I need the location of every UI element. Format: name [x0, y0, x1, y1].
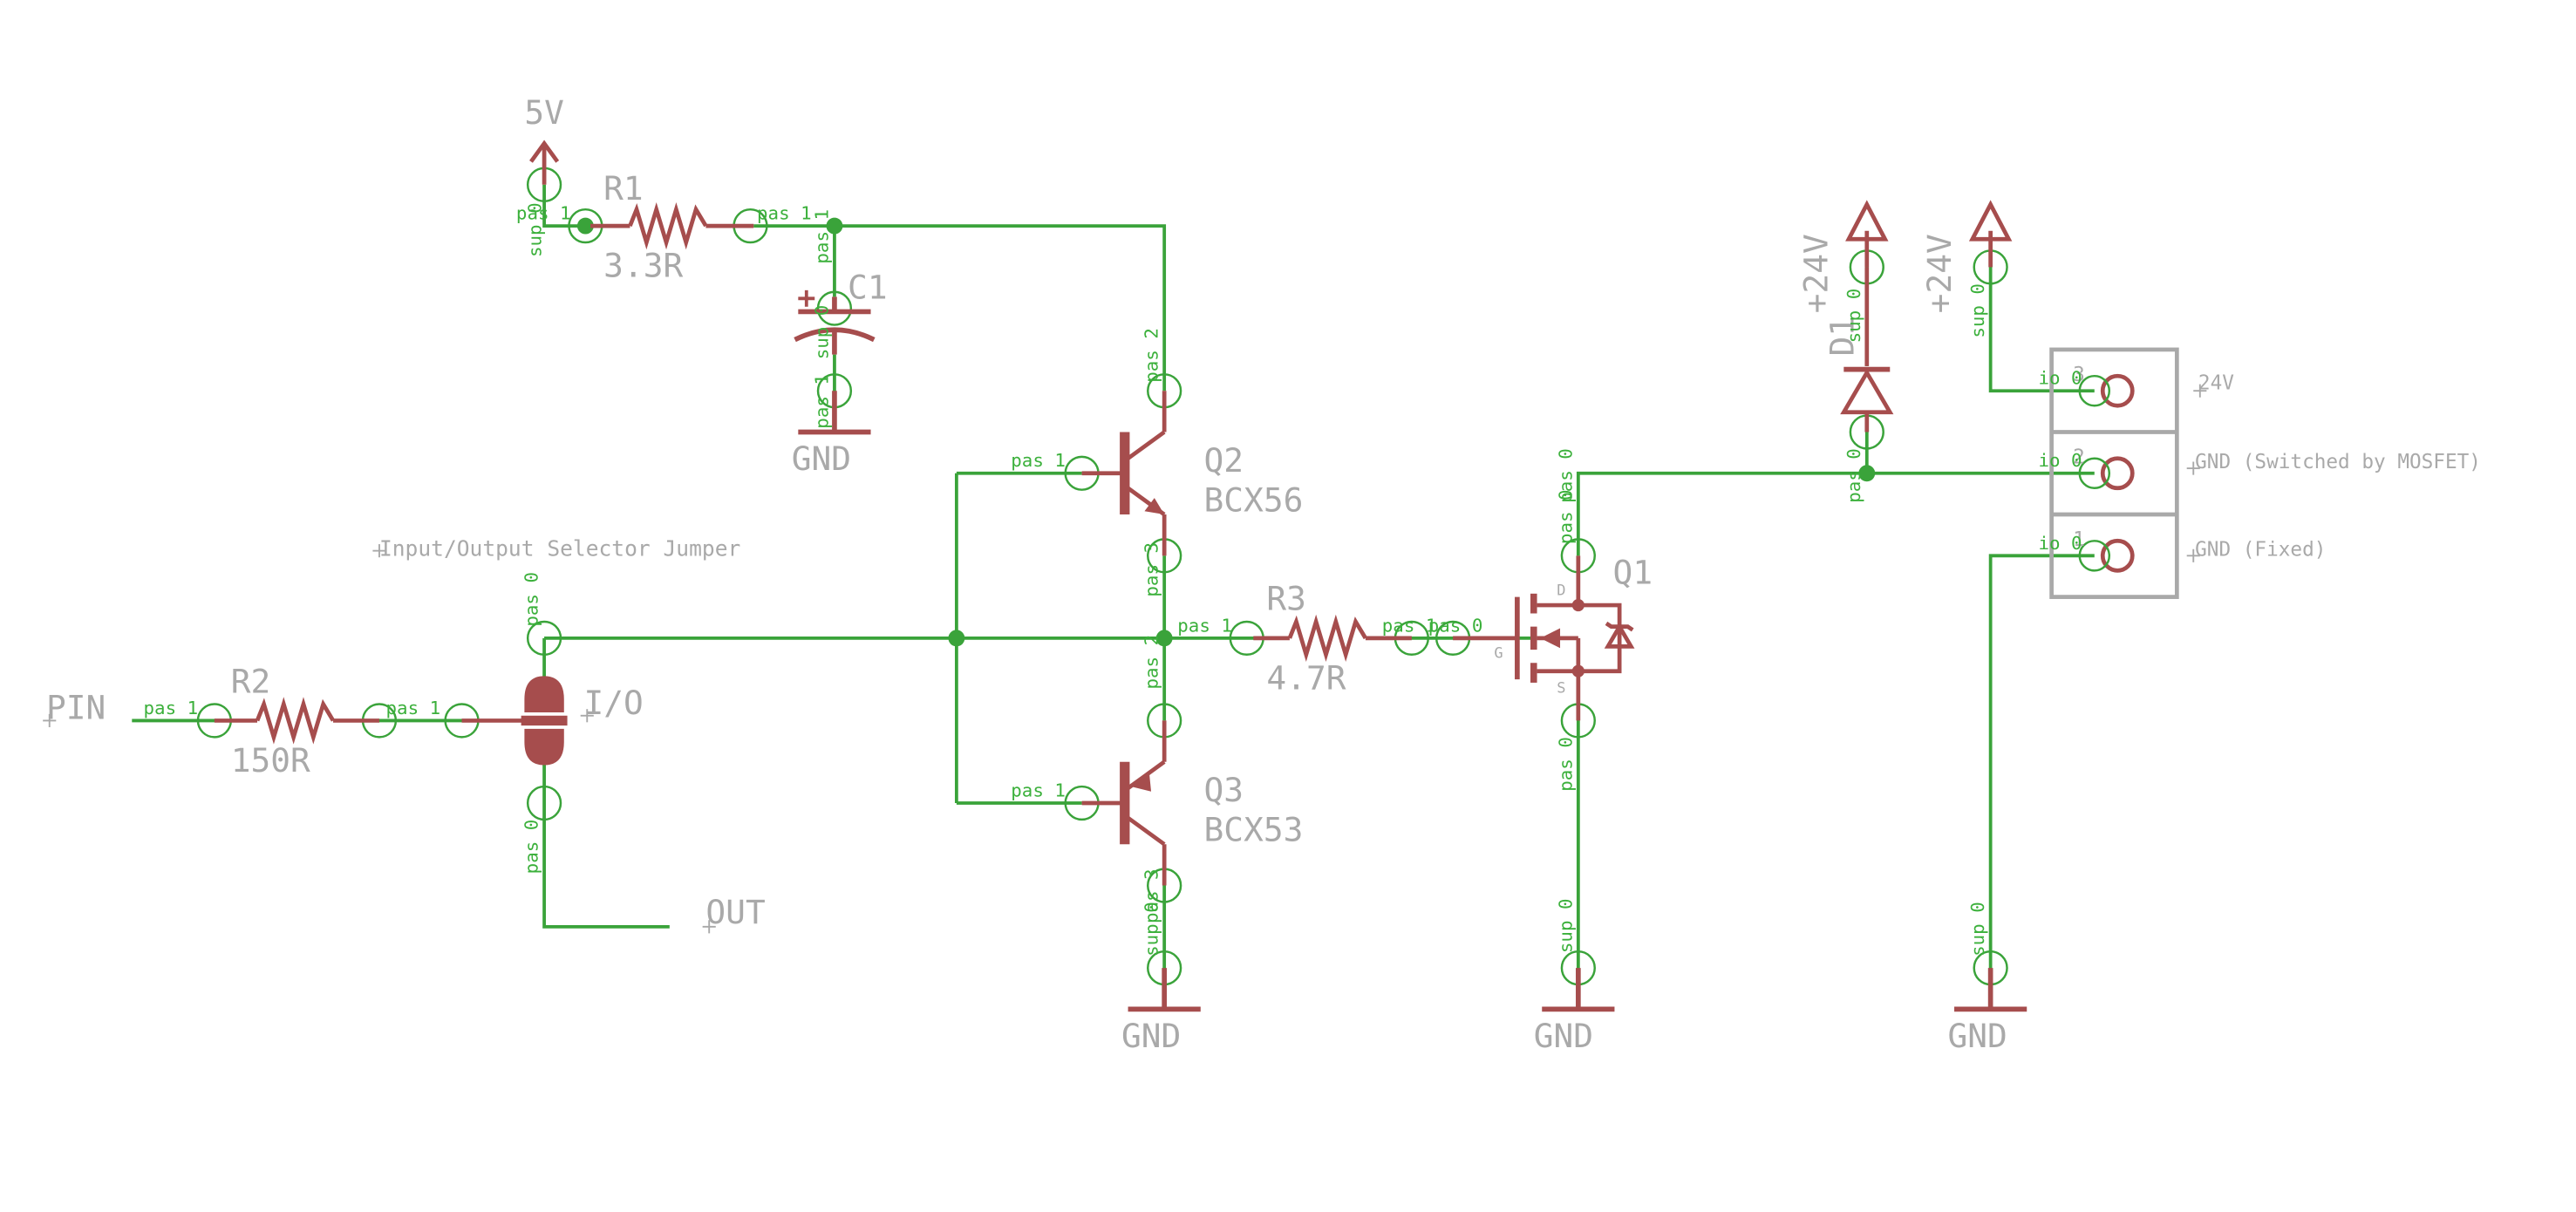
pin-label-q1-d: pas 0	[1555, 489, 1576, 544]
pin-label-r3-2: pas 1	[1382, 615, 1437, 636]
pin-label-q2-b: pas 1	[1011, 450, 1066, 471]
label-conn-num2: 2	[2073, 446, 2085, 468]
label-r1-value: 3.3R	[603, 247, 683, 285]
label-jumper-name: I/O	[583, 684, 643, 722]
label-conn-num1: 1	[2073, 528, 2085, 551]
label-5v: 5V	[524, 93, 564, 132]
pin-label-q1-d-net: pas 0	[1555, 448, 1576, 503]
pin-label-c1-sup: sup 0	[811, 305, 832, 360]
pin-label-r3-1: pas 1	[1177, 615, 1232, 636]
label-r3-value: 4.7R	[1266, 659, 1346, 698]
mosfet-q1	[1515, 555, 1635, 721]
label-24v-a: +24V	[1796, 234, 1835, 313]
pin-label-q3-gnd: sup 0	[1141, 902, 1162, 957]
junction-dot	[1858, 465, 1876, 482]
supply-5v-symbol	[529, 140, 560, 185]
resistor-r2	[214, 697, 525, 745]
pin-label-q3-b: pas 1	[1011, 780, 1066, 800]
resistor-r1	[590, 201, 754, 250]
pin-label-24v-a-sup: sup 0	[1843, 289, 1864, 344]
junction-dot	[948, 630, 965, 647]
pin-label-r2-2: pas 1	[386, 698, 441, 718]
label-conn-pin1: GND (Fixed)	[2195, 538, 2326, 561]
label-q2-name: Q2	[1204, 441, 1244, 480]
pin-label-conn-2: io 0	[2038, 450, 2082, 471]
label-r3-name: R3	[1266, 580, 1306, 618]
label-conn-num3: 3	[2073, 364, 2085, 386]
label-d1-name: D1	[1823, 317, 1862, 357]
label-r2-value: 150R	[231, 741, 310, 780]
pin-label-q1-g: pas 0	[1428, 615, 1483, 636]
pin-circles	[196, 167, 2008, 986]
pin-label-conn-gnd-sup: sup 0	[1967, 902, 1988, 957]
label-q3-value: BCX53	[1204, 810, 1304, 848]
pin-label-5v-sup: sup 0	[524, 202, 545, 257]
jumper-io	[521, 676, 568, 766]
label-q1-drain: D	[1557, 582, 1565, 600]
capacitor-c1	[794, 289, 876, 355]
label-q2-value: BCX56	[1204, 480, 1304, 519]
gnd-c1-symbol	[798, 391, 871, 435]
junction-dot	[576, 217, 594, 235]
pin-label-conn-1: io 0	[2038, 533, 2082, 554]
pin-label-conn-3: io 0	[2038, 368, 2082, 389]
transistor-q2	[1081, 391, 1167, 556]
junction-dot	[1155, 630, 1173, 647]
pin-label-c1-2: pas 1	[811, 374, 832, 429]
gnd-conn-symbol	[1954, 968, 2027, 1012]
port-markers	[43, 384, 2207, 934]
label-port-out: OUT	[705, 893, 765, 931]
junctions	[576, 217, 1876, 647]
label-gnd-conn: GND	[1947, 1017, 2007, 1055]
label-gnd-q1: GND	[1534, 1017, 1593, 1055]
pin-label-q2-c: pas 2	[1141, 328, 1162, 383]
label-gnd-c1: GND	[792, 439, 851, 478]
gnd-q3-symbol	[1128, 968, 1201, 1012]
pin-label-r1-1: pas 1	[516, 203, 571, 224]
label-q1-gate: G	[1494, 645, 1503, 663]
pin-label-c1-1: pas 1	[811, 209, 832, 264]
pin-label-d1: pas 0	[1843, 448, 1864, 503]
pin-label-q1-gnd: sup 0	[1555, 898, 1576, 953]
label-conn-pin2: GND (Switched by MOSFET)	[2195, 451, 2481, 473]
label-q1-source: S	[1557, 679, 1565, 697]
pin-label-q2-e: pas 3	[1141, 542, 1162, 597]
transistor-q3	[1081, 720, 1167, 886]
label-gnd-q3: GND	[1121, 1017, 1181, 1055]
pin-label-r2-1: pas 1	[144, 698, 199, 718]
gnd-q1-symbol	[1542, 968, 1615, 1012]
supply-24v-a-symbol	[1845, 200, 1889, 268]
supply-24v-b-symbol	[1968, 200, 2013, 268]
pin-label-24v-b-sup: sup 0	[1967, 283, 1988, 338]
resistor-r3	[1253, 614, 1517, 663]
pin-label-q3-e: pas 2	[1141, 635, 1162, 690]
label-conn-pin3: 24V	[2198, 371, 2234, 394]
label-jumper-note: Input/Output Selector Jumper	[379, 535, 740, 561]
label-24v-b: +24V	[1920, 234, 1959, 313]
pin-label-jumper-bottom: pas 0	[521, 820, 542, 875]
pin-label-q3-c: pas 3	[1141, 868, 1162, 923]
label-q1-name: Q1	[1613, 553, 1653, 591]
label-r2-name: R2	[231, 662, 271, 700]
label-c1-name: C1	[848, 268, 888, 306]
pin-label-r1-2: pas 1	[757, 203, 812, 224]
pin-label-jumper-top: pas 0	[521, 572, 542, 627]
connector-terminal-block	[2049, 347, 2179, 599]
label-q3-name: Q3	[1204, 771, 1244, 809]
pin-label-q1-s: pas 0	[1555, 737, 1576, 792]
junction-dot	[826, 217, 843, 235]
label-port-pin: PIN	[46, 689, 106, 727]
pin-labels: pas 1 pas 1 sup 0 pas 1 sup 0 pas 1 pas …	[144, 202, 2082, 956]
labels: 5V R1 3.3R C1 GND Q2 BCX56 Q3 BCX53 R3 4…	[46, 93, 2481, 1055]
diode-d1	[1840, 267, 1894, 432]
label-r1-name: R1	[603, 169, 644, 208]
